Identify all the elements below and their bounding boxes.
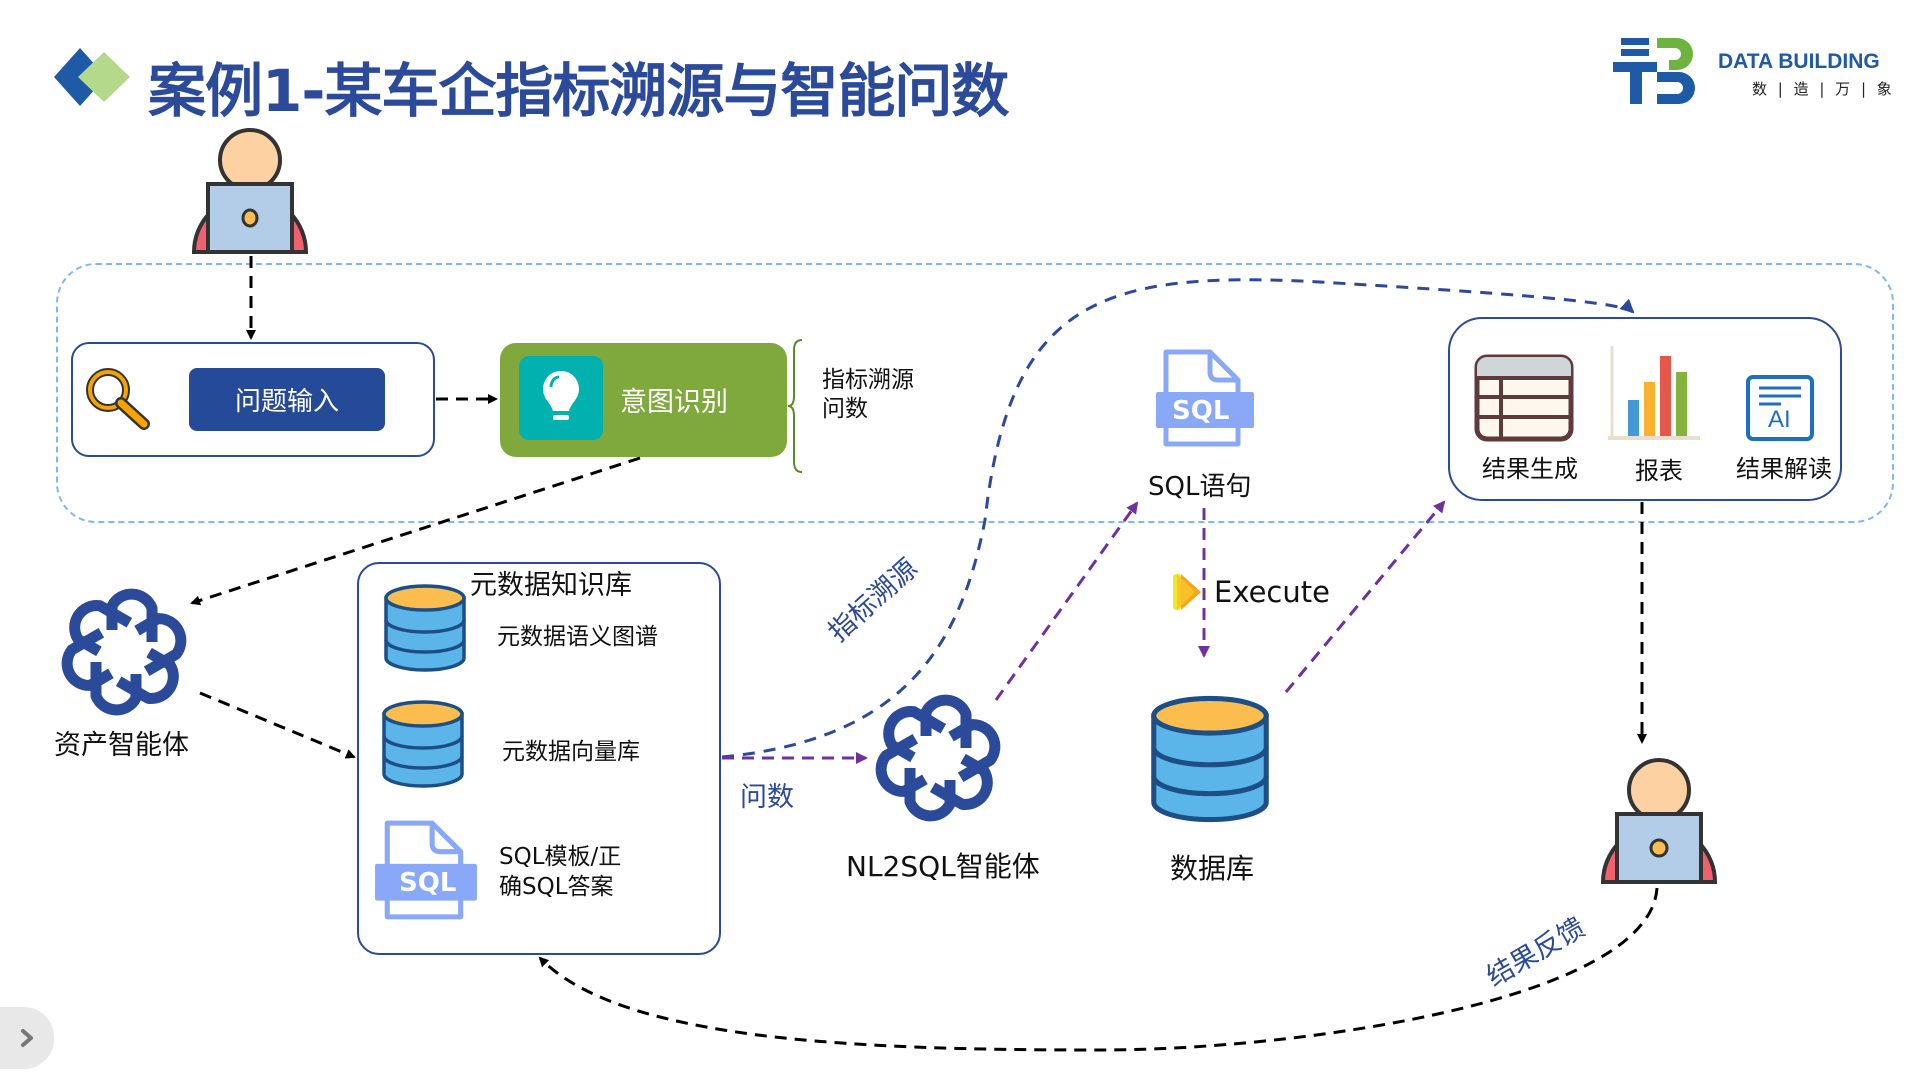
logo-name-en: DATA BUILDING: [1718, 50, 1880, 73]
result-feedback-flow-label: 结果反馈: [1481, 912, 1591, 993]
intent-types: 指标溯源 问数: [822, 366, 914, 424]
table-icon: [1474, 354, 1574, 442]
brace-icon: [787, 339, 803, 473]
asset-agent-icon: [61, 588, 187, 716]
arrow-asset-agent-to-kb: [199, 691, 356, 759]
question-input-button[interactable]: 问题输入: [189, 368, 385, 431]
database-icon: [1151, 695, 1269, 823]
ai-doc-icon-text: AI: [1768, 406, 1791, 433]
company-logo: [1613, 36, 1903, 108]
sql-icon-text: SQL: [1172, 396, 1230, 426]
arrow-nl2sql-to-sql: [994, 501, 1139, 701]
ask-data-flow-label: 问数: [740, 782, 794, 813]
intent-recognition-label: 意图识别: [620, 387, 728, 418]
database-icon: [382, 700, 464, 788]
user-laptop-icon: [191, 128, 309, 254]
sidebar-toggle-button[interactable]: [0, 1007, 54, 1069]
result-interpret-label: 结果解读: [1736, 455, 1832, 483]
asset-agent-label: 资产智能体: [54, 730, 189, 761]
nl2sql-agent-icon: [875, 694, 1001, 822]
lightbulb-icon: [543, 371, 579, 420]
nl2sql-agent-label: NL2SQL智能体: [846, 850, 1040, 883]
kb-item-sql-line2: 确SQL答案: [499, 874, 614, 900]
report-label: 报表: [1635, 457, 1683, 485]
chevron-right-icon: [21, 1029, 33, 1047]
execute-icon: [1173, 574, 1201, 610]
kb-item-semantic-graph: 元数据语义图谱: [497, 624, 658, 650]
bulb-tile: [519, 356, 603, 440]
kb-item-vector-db: 元数据向量库: [502, 739, 640, 765]
search-icon: [86, 368, 150, 430]
metric-trace-flow-label: 指标溯源: [822, 552, 924, 649]
kb-item-sql-templates: SQL模板/正 确SQL答案: [499, 842, 621, 902]
intent-type-metric-trace: 指标溯源: [822, 367, 914, 393]
title-diamond-icon: [54, 48, 130, 106]
bar-chart-icon: [1608, 346, 1700, 440]
ai-doc-icon: [1746, 375, 1814, 441]
sql-file-icon: [375, 820, 477, 920]
kb-item-sql-line1: SQL模板/正: [499, 844, 622, 870]
result-generate-label: 结果生成: [1482, 455, 1578, 483]
knowledge-base-title: 元数据知识库: [470, 570, 632, 601]
sql-statement-label: SQL语句: [1148, 472, 1252, 502]
logo-name-cn: 数 | 造 | 万 | 象: [1752, 80, 1895, 98]
question-input-label: 问题输入: [234, 387, 339, 417]
user-laptop-icon: [1600, 758, 1718, 884]
database-label: 数据库: [1170, 852, 1255, 885]
logo-mark-icon: [1613, 38, 1695, 104]
execute-label: Execute: [1214, 575, 1330, 609]
kb-sql-icon-text: SQL: [399, 868, 457, 898]
database-icon: [384, 584, 466, 672]
page-title: 案例1-某车企指标溯源与智能问数: [148, 57, 1009, 125]
intent-type-ask-data: 问数: [822, 396, 868, 422]
